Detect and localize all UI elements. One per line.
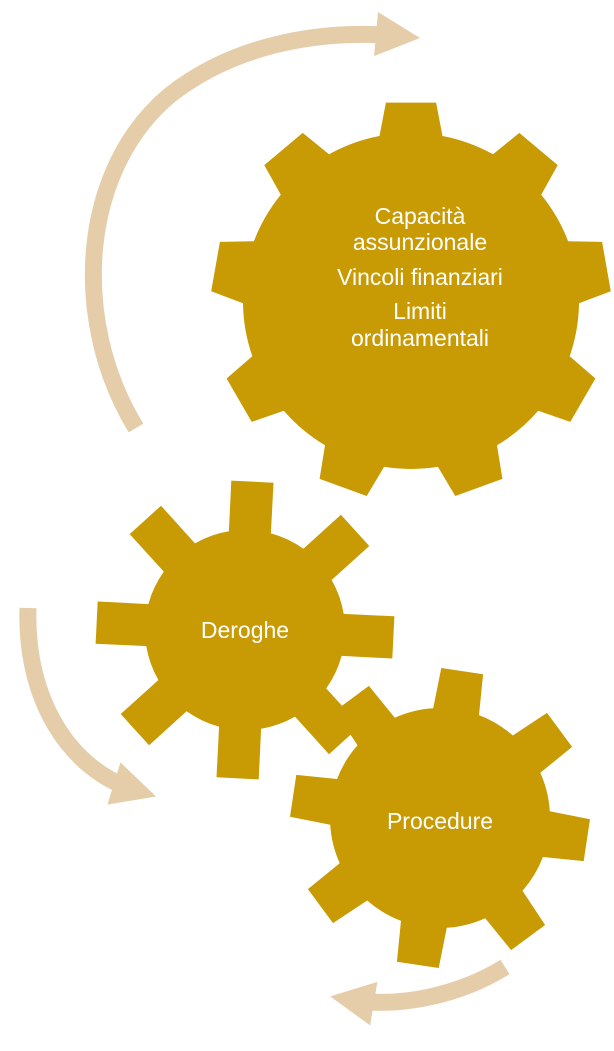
- gear-large-line-5: ordinamentali: [350, 324, 490, 351]
- gear-large-line-1: Capacità: [374, 203, 466, 229]
- arrow-top: [84, 12, 421, 433]
- gear-large-line-3: Vincoli finanziari: [337, 263, 503, 290]
- gear-large-line-2: assunzionale: [352, 229, 488, 256]
- gear-large: [211, 102, 611, 496]
- gear-medium-label: Deroghe: [200, 617, 290, 643]
- arrow-bottom: [330, 959, 510, 1026]
- spacer: [295, 256, 545, 264]
- gear-large-line-4: Limiti: [393, 298, 447, 325]
- arrow-left: [19, 607, 157, 805]
- gear-large-text: Capacità assunzionale Vincoli finanziari…: [295, 203, 545, 351]
- gear-small: [290, 668, 590, 968]
- spacer: [295, 290, 545, 298]
- gear-medium: [95, 480, 395, 780]
- gear-small-label: Procedure: [386, 808, 494, 834]
